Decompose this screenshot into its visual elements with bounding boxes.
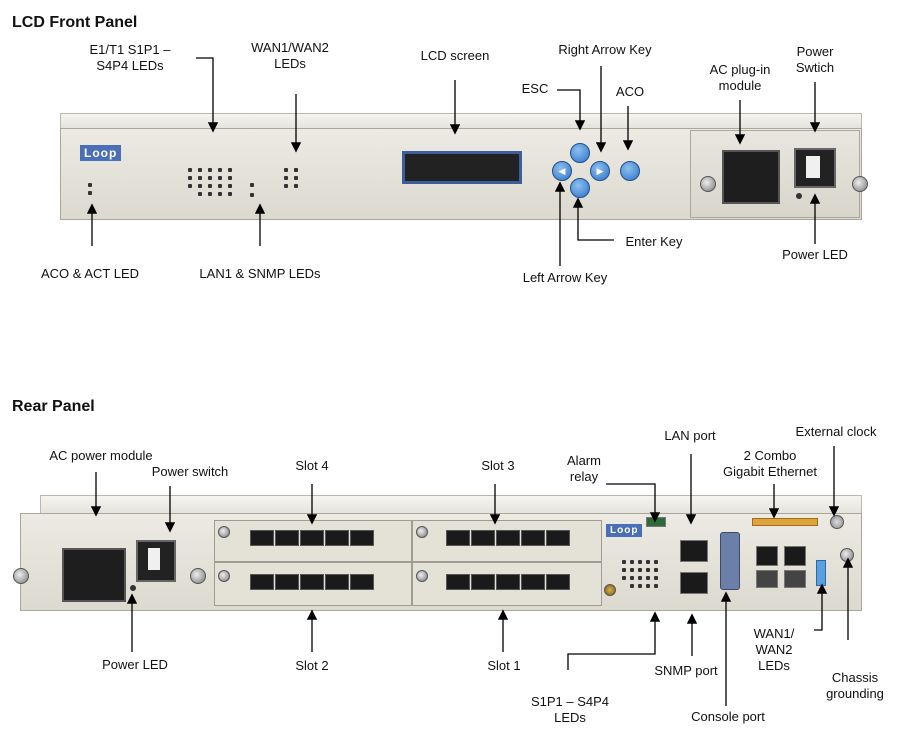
wan1-rj-port[interactable] [756, 546, 778, 566]
aco-key[interactable] [620, 161, 640, 181]
slot1-screw [416, 570, 428, 582]
rear-power-switch[interactable] [136, 540, 176, 582]
label-console-port: Console port [691, 709, 765, 724]
rear-power-led [130, 585, 136, 591]
aco-button[interactable] [604, 584, 616, 596]
front-power-switch-rocker [806, 156, 820, 178]
label-lcd-screen: LCD screen [420, 48, 490, 63]
arrow-s1p1-leds [567, 611, 661, 670]
lan-port[interactable] [680, 540, 708, 562]
snmp-led [250, 193, 254, 197]
front-screw-left [700, 176, 716, 192]
slot4-screw [218, 526, 230, 538]
rear-chassis-top [40, 495, 862, 516]
label-external-clock: External clock [795, 424, 877, 439]
wan1-sfp-port[interactable] [756, 570, 778, 588]
aco-led [88, 183, 92, 187]
arrow-enter [572, 197, 614, 241]
arrow-rear-wan-leds [814, 583, 828, 631]
left-arrow-key[interactable]: ◀ [552, 161, 572, 181]
front-power-led [796, 193, 802, 199]
rear-panel-heading: Rear Panel [12, 398, 95, 415]
label-lan-snmp-leds: LAN1 & SNMP LEDs [199, 266, 321, 281]
label-s1p1-leds: S1P1 – S4P4 LEDs [530, 694, 610, 725]
lcd-screen [402, 151, 522, 184]
right-arrow-key[interactable]: ▶ [590, 161, 610, 181]
label-e1t1-leds: E1/T1 S1P1 – S4P4 LEDs [89, 42, 171, 73]
snmp-port[interactable] [680, 572, 708, 594]
slot2-card [214, 562, 412, 606]
rear-power-switch-rocker [148, 548, 160, 570]
label-slot2: Slot 2 [295, 658, 329, 673]
combo-ge-label-bar [752, 518, 818, 526]
arrow-alarm-relay [606, 483, 661, 523]
arrow-e1t1-leds [196, 57, 219, 133]
arrow-esc [557, 89, 586, 131]
label-slot1: Slot 1 [487, 658, 521, 673]
front-ac-module [722, 150, 780, 204]
front-logo: Loop [80, 145, 122, 161]
rear-screw-mid [190, 568, 206, 584]
front-chassis-top [60, 113, 862, 130]
label-left-arrow-key: Left Arrow Key [522, 270, 608, 285]
label-chassis-grounding: Chassis grounding [826, 670, 884, 701]
label-power-switch-front: Power Swtich [795, 44, 835, 75]
label-enter-key: Enter Key [625, 234, 683, 249]
slot3-screw [416, 526, 428, 538]
label-wan-leds: WAN1/WAN2 LEDs [251, 40, 329, 71]
label-esc: ESC [521, 81, 549, 96]
console-port[interactable] [720, 532, 740, 590]
wan2-sfp-port[interactable] [784, 570, 806, 588]
label-rear-wan-leds: WAN1/ WAN2 LEDs [753, 626, 795, 673]
wan2-rj-port[interactable] [784, 546, 806, 566]
label-rear-power-switch: Power switch [151, 464, 229, 479]
label-aco-act-led: ACO & ACT LED [40, 266, 139, 281]
label-snmp-port: SNMP port [654, 663, 718, 678]
label-ac-power-module: AC power module [49, 448, 153, 463]
label-alarm-relay: Alarm relay [567, 453, 601, 484]
label-combo-ge: 2 Combo Gigabit Ethernet [723, 448, 817, 479]
label-aco: ACO [615, 84, 645, 99]
act-led [88, 191, 92, 195]
label-right-arrow-key: Right Arrow Key [558, 42, 652, 57]
label-slot4: Slot 4 [295, 458, 329, 473]
rear-logo: Loop [606, 524, 643, 537]
label-ac-plugin-module: AC plug-in module [709, 62, 771, 93]
rear-ac-module [62, 548, 126, 602]
esc-key[interactable] [570, 143, 590, 163]
label-slot3: Slot 3 [481, 458, 515, 473]
front-screw-right [852, 176, 868, 192]
slot2-screw [218, 570, 230, 582]
lan1-led [250, 183, 254, 187]
front-panel-heading: LCD Front Panel [12, 14, 138, 31]
label-lan-port: LAN port [664, 428, 716, 443]
label-power-led-front: Power LED [782, 247, 848, 262]
label-rear-power-led: Power LED [102, 657, 168, 672]
rear-screw-left [13, 568, 29, 584]
